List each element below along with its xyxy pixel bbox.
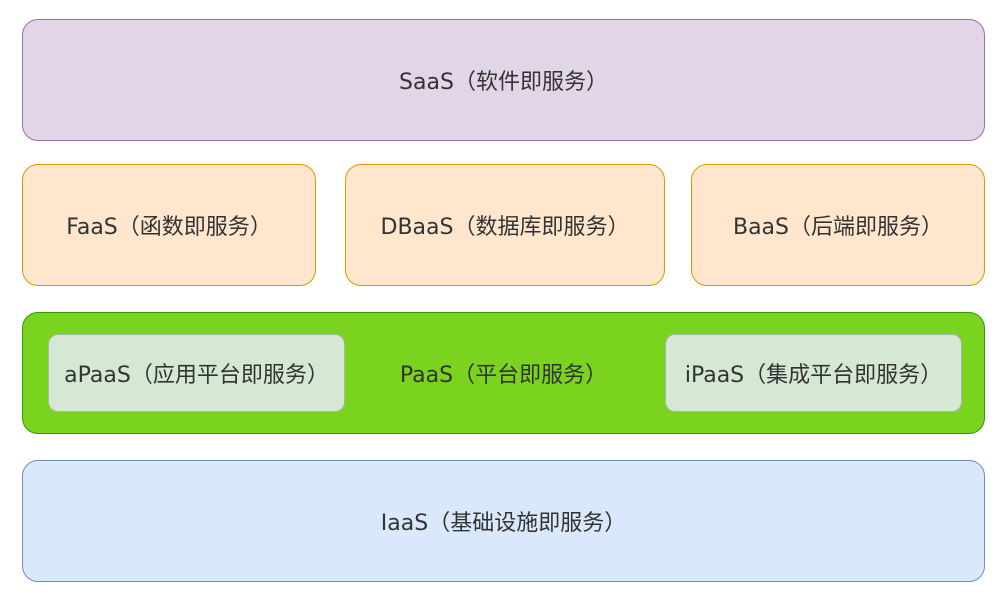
ipaas-layer: iPaaS（集成平台即服务） [665, 334, 962, 412]
dbaas-label: DBaaS（数据库即服务） [380, 215, 630, 240]
saas-layer: SaaS（软件即服务） [22, 19, 985, 141]
faas-label: FaaS（函数即服务） [66, 215, 272, 240]
apaas-layer: aPaaS（应用平台即服务） [48, 334, 345, 412]
saas-label: SaaS（软件即服务） [399, 70, 608, 95]
baas-layer: BaaS（后端即服务） [691, 164, 985, 286]
iaas-layer: IaaS（基础设施即服务） [22, 460, 985, 582]
dbaas-layer: DBaaS（数据库即服务） [345, 164, 665, 286]
baas-label: BaaS（后端即服务） [732, 215, 944, 240]
paas-label: PaaS（平台即服务） [399, 363, 608, 388]
apaas-label: aPaaS（应用平台即服务） [64, 363, 329, 388]
faas-layer: FaaS（函数即服务） [22, 164, 316, 286]
ipaas-label: iPaaS（集成平台即服务） [684, 363, 943, 388]
iaas-label: IaaS（基础设施即服务） [380, 511, 627, 536]
